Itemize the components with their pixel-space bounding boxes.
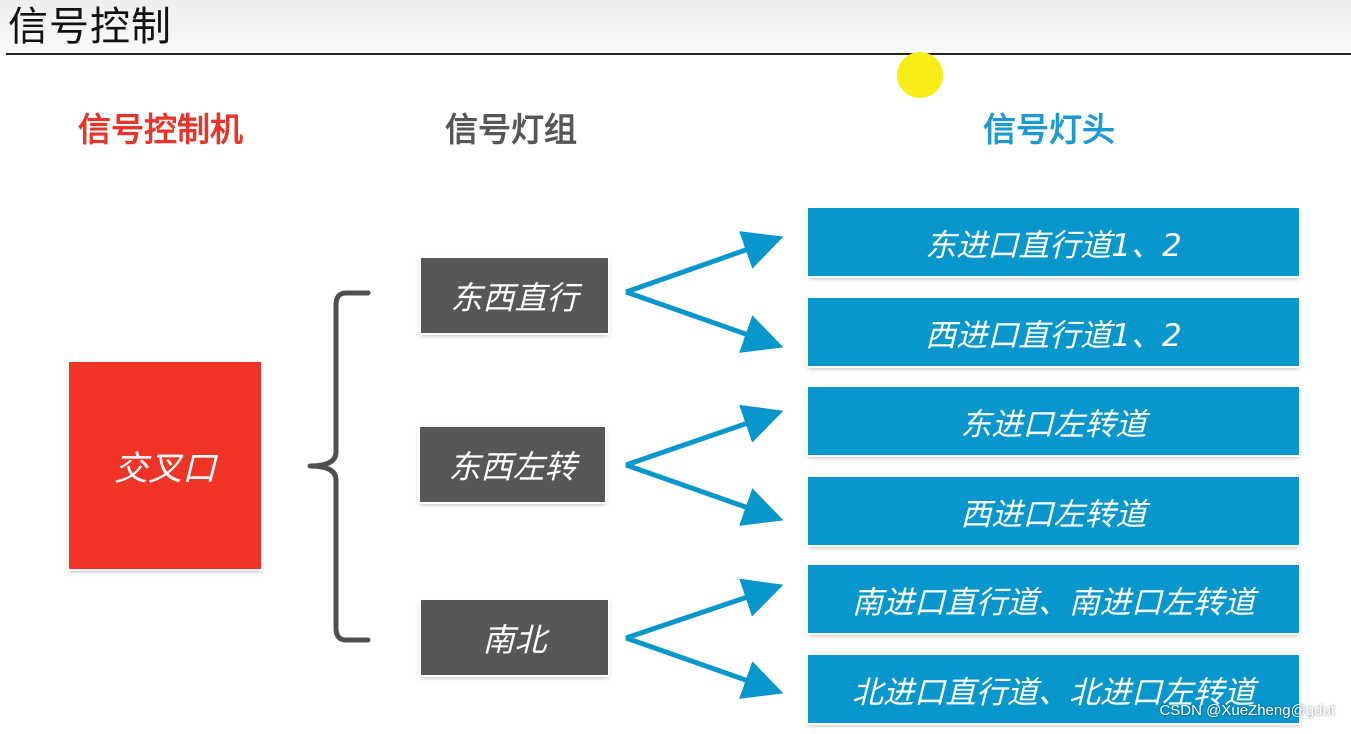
title-bar [0,0,1351,54]
pointer-highlight [897,52,943,98]
light-head-north: 北进口直行道、北进口左转道 [808,655,1299,723]
junction-label: 交叉口 [114,449,216,489]
light-head-label: 东进口左转道 [960,406,1147,443]
heading-signal-controller: 信号控制机 [78,110,243,149]
arrow-eastwest-straight-to-east [625,231,784,295]
light-group-label: 东西左转 [448,447,577,486]
light-group-northsouth: 南北 [421,600,608,675]
light-head-label: 东进口直行道1、2 [925,227,1182,264]
bracket-connector [307,290,371,643]
light-group-eastwest-left: 东西左转 [420,427,605,502]
arrow-eastwest-left-to-east [625,404,784,468]
light-head-label: 南进口直行道、南进口左转道 [852,584,1255,621]
light-head-east-left: 东进口左转道 [808,387,1299,455]
arrow-eastwest-straight-to-west [625,289,784,353]
light-head-south: 南进口直行道、南进口左转道 [808,565,1299,633]
heading-signal-light-group: 信号灯组 [445,110,577,149]
light-head-west-left: 西进口左转道 [808,477,1299,545]
light-head-label: 西进口直行道1、2 [925,317,1182,354]
page-title: 信号控制 [8,4,172,50]
arrow-northsouth-to-south [625,578,784,641]
junction-node: 交叉口 [69,362,261,569]
heading-signal-light-head: 信号灯头 [983,110,1115,149]
light-head-label: 西进口左转道 [960,496,1147,533]
light-head-west-straight: 西进口直行道1、2 [808,298,1299,366]
title-divider [6,53,1351,55]
arrow-eastwest-left-to-west [625,462,784,526]
light-head-label: 北进口直行道、北进口左转道 [852,674,1255,711]
light-group-eastwest-straight: 东西直行 [421,258,608,333]
light-group-label: 南北 [482,620,547,659]
watermark: CSDN @XueZheng@gdut [1159,702,1335,719]
arrow-northsouth-to-north [625,635,784,699]
light-head-east-straight: 东进口直行道1、2 [808,208,1299,276]
light-group-label: 东西直行 [450,278,579,317]
